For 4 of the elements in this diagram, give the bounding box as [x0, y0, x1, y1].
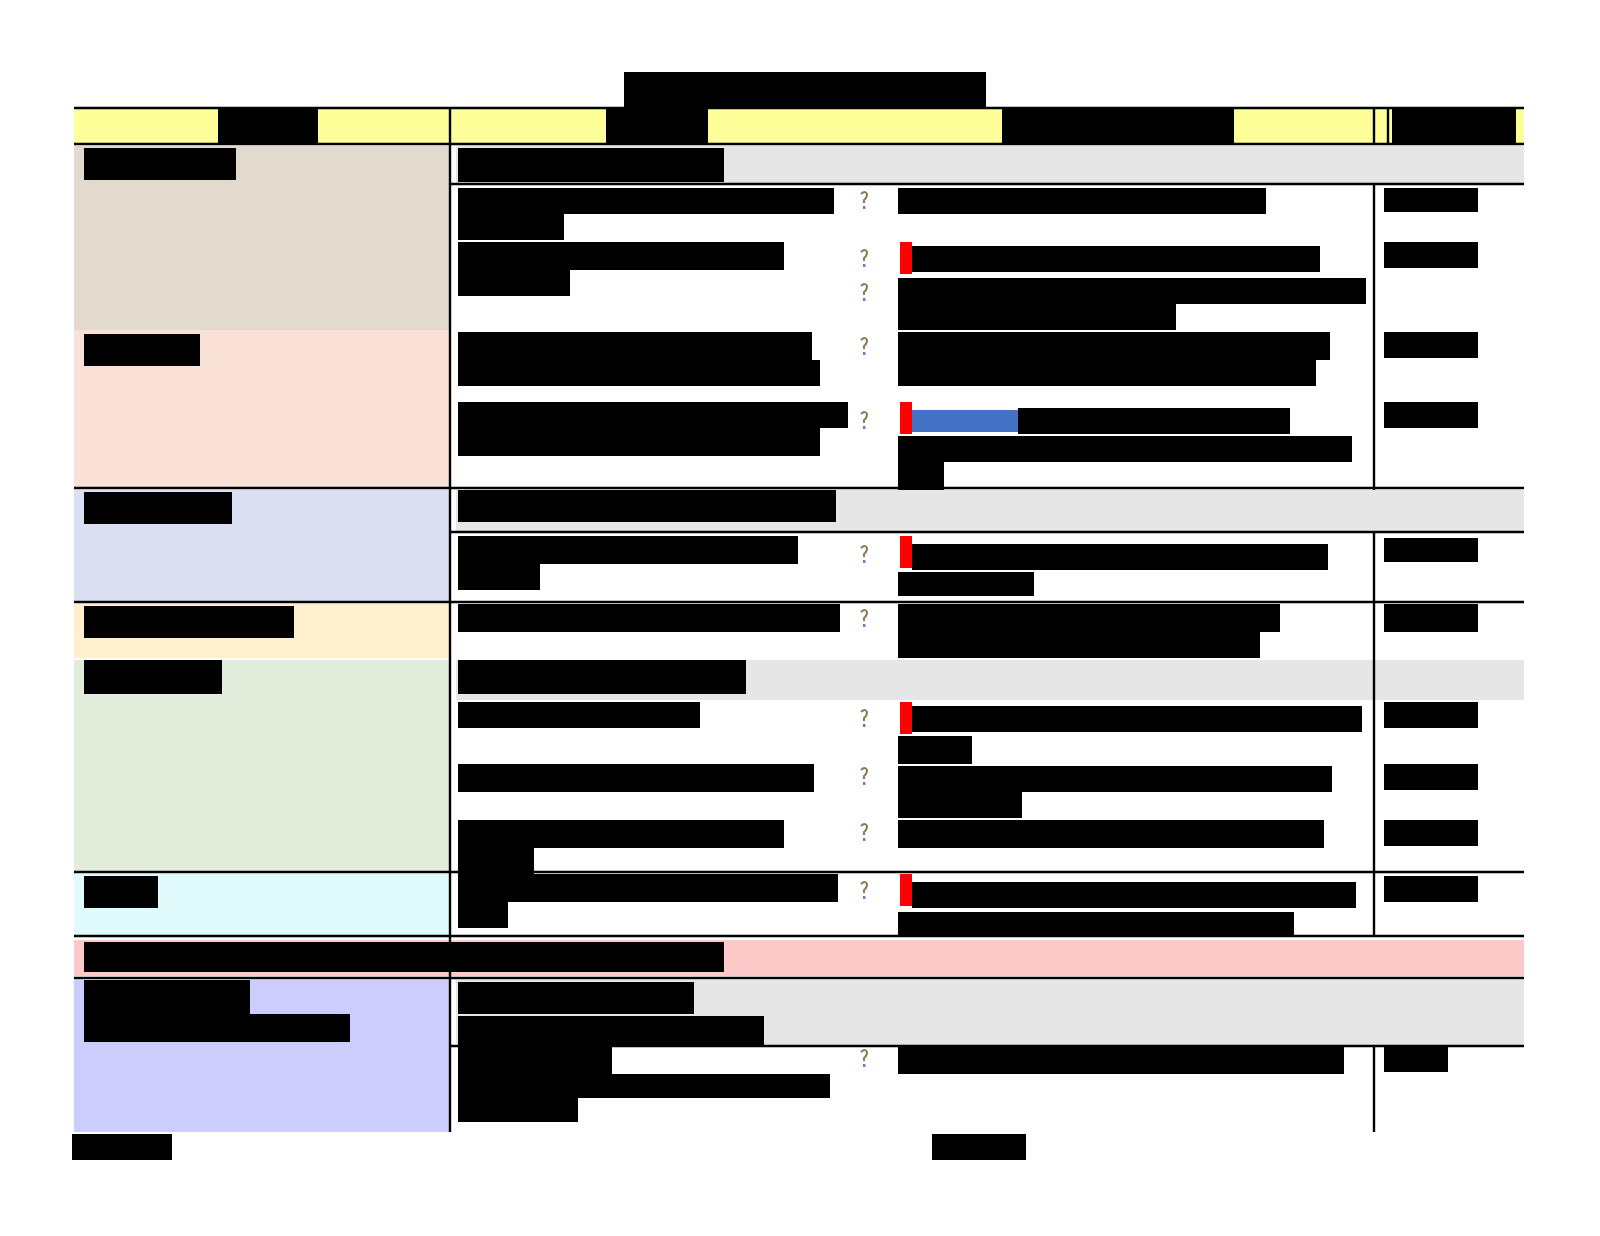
category-cell [74, 874, 450, 936]
category-cell [74, 330, 450, 488]
category-cell [74, 660, 450, 872]
category-cell [74, 146, 450, 330]
